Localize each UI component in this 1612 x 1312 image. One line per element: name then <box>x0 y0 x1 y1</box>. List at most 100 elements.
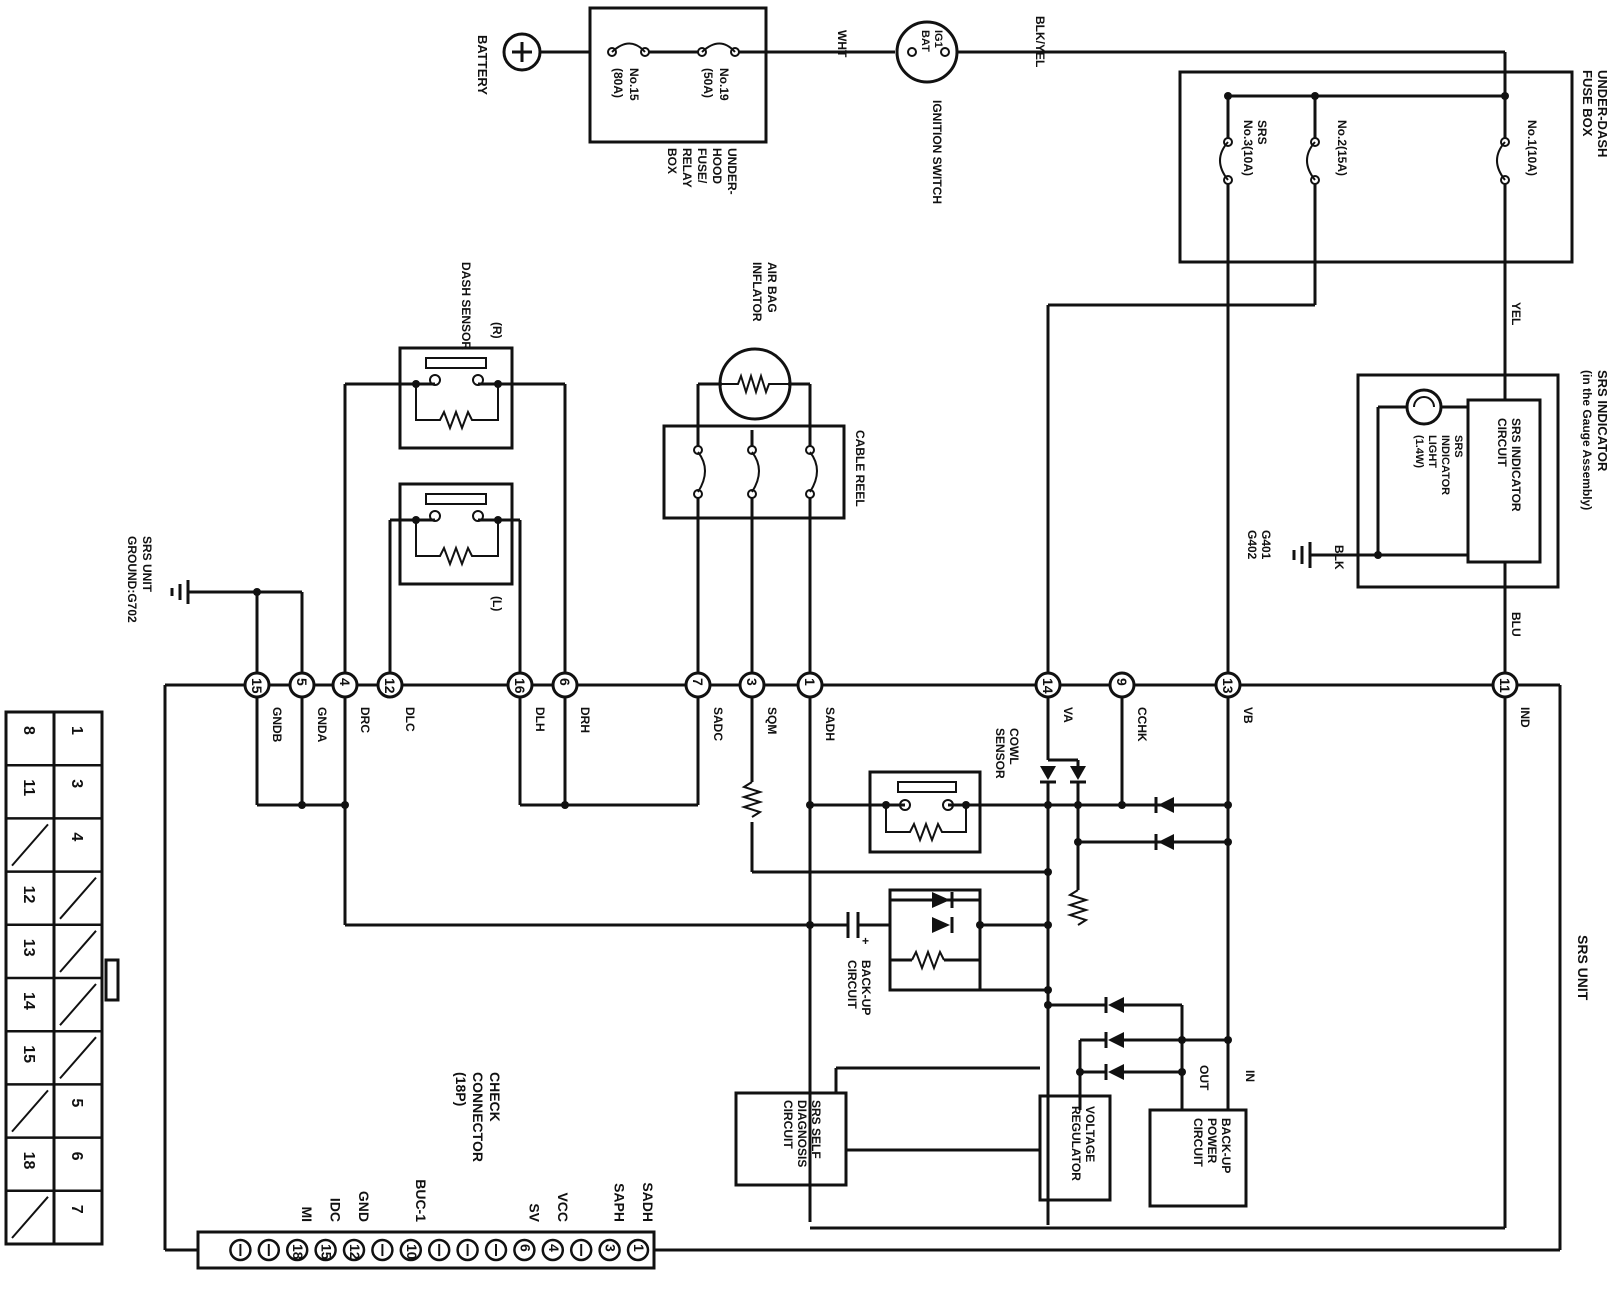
svg-text:+: + <box>862 934 869 948</box>
unit-pin-sadh <box>796 671 824 699</box>
check-pin <box>285 1238 309 1262</box>
cable-reel: CABLE REEL <box>662 424 867 520</box>
unit-pin-vb <box>1214 671 1242 699</box>
unit-pin-number: 7 <box>690 678 706 686</box>
out-label: OUT <box>1197 1065 1211 1091</box>
face-cell-number: 14 <box>20 992 37 1010</box>
backup-circuit-label-2: CIRCUIT <box>845 960 859 1009</box>
unit-pin-label: SADH <box>823 707 837 741</box>
ignition-switch: IG1 BAT IGNITION SWITCH <box>895 20 959 204</box>
check-pin-number: 15 <box>319 1244 335 1260</box>
unit-pin-va <box>1034 671 1062 699</box>
face-cell-number: 11 <box>20 779 37 796</box>
indicator-light-label-3: LIGHT <box>1426 435 1438 468</box>
unit-pin-label: GNDA <box>315 707 329 743</box>
ground-symbol-g401 <box>1292 542 1312 568</box>
srs-indicator-title-1: SRS INDICATOR <box>1595 370 1610 472</box>
fuse-srs-label: SRS <box>1255 120 1269 145</box>
ig1-label: IG1 <box>932 30 944 48</box>
in-label: IN <box>1243 1070 1257 1082</box>
g402-label: G402 <box>1245 530 1259 560</box>
fuse15-rating: (80A) <box>611 68 625 98</box>
dash-sensor-l-label: (L) <box>490 596 504 611</box>
face-cell-number: 12 <box>20 886 37 904</box>
unit-pin-number: 16 <box>512 678 528 694</box>
face-cell-number: 13 <box>20 939 37 957</box>
unit-pin-label: SQM <box>765 707 779 734</box>
face-cell-number: 18 <box>20 1152 37 1170</box>
unit-pin-label: GNDB <box>270 707 284 743</box>
unit-pin-label: DLC <box>403 707 417 732</box>
check-pin <box>626 1238 650 1262</box>
srs-indicator-circuit-label-2: CIRCUIT <box>1495 418 1509 467</box>
voltage-reg-label-2: REGULATOR <box>1069 1106 1083 1181</box>
face-cell-blank <box>59 930 97 973</box>
face-cell-number: 6 <box>68 1152 85 1161</box>
bat-label: BAT <box>919 30 931 52</box>
face-cell-number: 7 <box>68 1205 85 1214</box>
check-pin-label: VCC <box>555 1192 571 1222</box>
face-cell-blank <box>11 1196 49 1239</box>
check-pin-label: BUC-1 <box>413 1179 429 1222</box>
sqm-resistor <box>740 781 764 818</box>
check-pin-label: SAPH <box>612 1183 628 1222</box>
unit-pin-number: 11 <box>1497 678 1513 693</box>
unit-pin-label: DRH <box>578 707 592 733</box>
dash-sensor-left: (L) <box>390 482 520 611</box>
face-cell-number: 5 <box>68 1098 85 1107</box>
srs-unit-ground-label-2: GROUND:G702 <box>125 536 139 623</box>
unit-pin-ind <box>1491 671 1519 699</box>
check-connector-label-2: CONNECTOR <box>470 1072 486 1162</box>
airbag-inflator: AIR BAG INFLATOR <box>718 262 792 421</box>
underdash-label-2: FUSE BOX <box>1580 70 1595 137</box>
fuse15-label: No.15 <box>627 68 641 101</box>
check-pin <box>399 1238 423 1262</box>
backup-power-label-3: CIRCUIT <box>1191 1118 1205 1167</box>
cowl-sensor-label-1: COWL <box>1007 728 1021 765</box>
face-cell-blank <box>11 823 49 867</box>
srs-unit-pins: 15GNDB5GNDA4DRC12DLC16DLH6DRH7SADC3SQM1S… <box>243 671 1532 743</box>
backup-power-label-1: BACK-UP <box>1219 1118 1233 1173</box>
face-cell-blank <box>59 983 97 1026</box>
wire-blk-yel-label: BLK/YEL <box>1033 16 1047 67</box>
face-cell-number: 3 <box>68 779 85 788</box>
unit-pin-sqm <box>738 671 766 699</box>
battery-section: BATTERY <box>475 32 590 95</box>
va-resistor <box>1066 889 1090 926</box>
unit-pin-number: 6 <box>557 678 573 686</box>
check-pin-number: 4 <box>546 1244 562 1252</box>
check-connector-label-1: CHECK <box>487 1072 503 1122</box>
unit-pin-label: DLH <box>533 707 547 732</box>
check-pin-number: 18 <box>290 1244 306 1260</box>
check-pin <box>541 1238 565 1262</box>
wire-blu-label: BLU <box>1509 612 1523 637</box>
face-cell-blank <box>11 1089 49 1133</box>
srs-unit-ground-label-1: SRS UNIT <box>140 536 154 593</box>
unit-pin-label: CCHK <box>1135 707 1149 742</box>
unit-pin-number: 1 <box>802 678 818 686</box>
self-diag-label-1: SRS SELF <box>809 1100 823 1159</box>
dash-sensor-label: DASH SENSOR <box>459 262 473 350</box>
battery-label: BATTERY <box>475 35 490 95</box>
check-pin-number: 10 <box>404 1244 420 1260</box>
check-pin-number: 12 <box>347 1244 363 1260</box>
ignition-switch-label: IGNITION SWITCH <box>930 100 944 204</box>
indicator-light-label-2: INDICATOR <box>1439 435 1451 495</box>
wire-blk-label: BLK <box>1332 545 1346 570</box>
fuse2-label: No.2(15A) <box>1335 120 1349 176</box>
check-pin <box>342 1238 366 1262</box>
voltage-regulator: VOLTAGE REGULATOR <box>1038 1094 1112 1202</box>
dash-sensor-right: DASH SENSOR (R) <box>345 262 565 450</box>
face-cell-number: 8 <box>20 726 37 735</box>
backup-circuit-label-1: BACK-UP <box>859 960 873 1015</box>
check-pin <box>314 1238 337 1262</box>
check-connector-label-3: (18P) <box>453 1072 469 1106</box>
unit-pin-drh <box>551 671 579 699</box>
self-diag-label-2: DIAGNOSIS <box>795 1100 809 1167</box>
underhood-label-3: FUSE/ <box>695 148 709 184</box>
check-pin-label: MI <box>299 1206 315 1222</box>
connector-latch <box>104 958 120 1002</box>
unit-pin-dlh <box>506 671 534 699</box>
